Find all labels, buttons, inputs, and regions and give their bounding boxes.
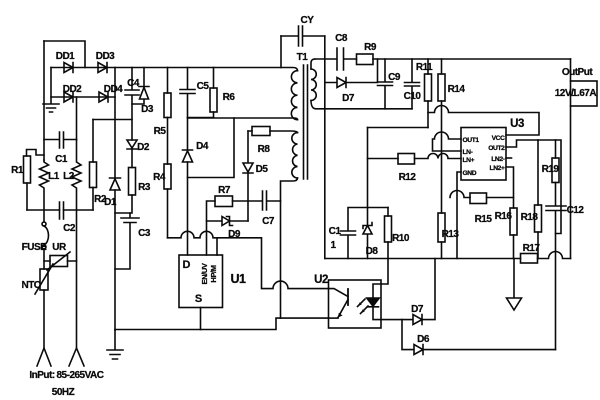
svg-text:T1: T1 bbox=[297, 52, 309, 63]
svg-text:OUT2: OUT2 bbox=[488, 145, 505, 152]
svg-text:R4: R4 bbox=[153, 172, 166, 183]
svg-text:R1: R1 bbox=[11, 165, 24, 176]
svg-text:R2: R2 bbox=[94, 194, 107, 205]
svg-text:R12: R12 bbox=[399, 172, 417, 183]
svg-text:GND: GND bbox=[463, 170, 477, 177]
svg-text:D: D bbox=[183, 259, 191, 271]
svg-text:S: S bbox=[195, 293, 202, 305]
svg-text:D1: D1 bbox=[104, 197, 117, 208]
svg-text:DD4: DD4 bbox=[104, 84, 123, 95]
svg-text:D2: D2 bbox=[137, 142, 150, 153]
svg-text:DD3: DD3 bbox=[96, 51, 115, 62]
svg-text:C12: C12 bbox=[567, 205, 585, 216]
svg-text:NTC: NTC bbox=[21, 280, 40, 291]
svg-text:OutPut: OutPut bbox=[562, 67, 593, 78]
svg-text:InPut:: InPut: bbox=[29, 370, 54, 381]
svg-text:DD1: DD1 bbox=[56, 51, 75, 62]
svg-text:C5: C5 bbox=[197, 81, 210, 92]
svg-text:R17: R17 bbox=[523, 243, 541, 254]
svg-text:U3: U3 bbox=[510, 118, 524, 130]
svg-text:L2: L2 bbox=[63, 171, 75, 182]
svg-text:D3: D3 bbox=[141, 104, 154, 115]
svg-text:U2: U2 bbox=[314, 274, 328, 286]
svg-text:R15: R15 bbox=[475, 214, 493, 225]
svg-text:R5: R5 bbox=[154, 126, 167, 137]
svg-text:12V/: 12V/ bbox=[555, 88, 574, 99]
svg-text:R11: R11 bbox=[416, 62, 433, 73]
svg-text:R9: R9 bbox=[364, 42, 377, 53]
svg-text:OUT1: OUT1 bbox=[463, 137, 480, 144]
svg-text:D8: D8 bbox=[366, 246, 379, 257]
svg-text:C1: C1 bbox=[329, 226, 342, 237]
svg-text:D9: D9 bbox=[228, 229, 241, 240]
svg-text:EN/UV: EN/UV bbox=[200, 263, 209, 284]
svg-text:1: 1 bbox=[330, 240, 336, 251]
svg-text:C3: C3 bbox=[138, 228, 151, 239]
svg-text:C9: C9 bbox=[388, 72, 401, 83]
svg-text:R7: R7 bbox=[218, 185, 231, 196]
svg-text:C1: C1 bbox=[55, 154, 68, 165]
svg-text:1.67A: 1.67A bbox=[572, 88, 596, 99]
svg-text:R10: R10 bbox=[392, 233, 410, 244]
svg-text:LN2-: LN2- bbox=[491, 156, 504, 163]
svg-text:L1: L1 bbox=[48, 171, 60, 182]
svg-text:LN2+: LN2+ bbox=[490, 165, 505, 172]
svg-text:R8: R8 bbox=[258, 144, 271, 155]
svg-text:D4: D4 bbox=[196, 141, 209, 152]
svg-text:C7: C7 bbox=[262, 216, 275, 227]
svg-text:C2: C2 bbox=[63, 223, 76, 234]
svg-text:LN-: LN- bbox=[463, 149, 473, 156]
svg-text:D7: D7 bbox=[411, 304, 424, 315]
svg-text:LN+: LN+ bbox=[463, 157, 475, 164]
svg-text:C4: C4 bbox=[127, 78, 140, 89]
svg-text:D6: D6 bbox=[417, 334, 430, 345]
svg-text:HP/M: HP/M bbox=[209, 265, 218, 282]
svg-text:VCC: VCC bbox=[492, 135, 505, 142]
svg-text:R19: R19 bbox=[542, 164, 560, 175]
svg-text:FUSE: FUSE bbox=[22, 242, 48, 253]
svg-text:C10: C10 bbox=[404, 91, 422, 102]
svg-text:DD2: DD2 bbox=[63, 84, 82, 95]
svg-text:50HZ: 50HZ bbox=[52, 387, 75, 398]
svg-text:D5: D5 bbox=[256, 164, 269, 175]
svg-text:UR: UR bbox=[52, 242, 67, 253]
svg-text:R3: R3 bbox=[138, 182, 151, 193]
svg-text:R14: R14 bbox=[448, 84, 466, 95]
svg-text:R6: R6 bbox=[223, 92, 236, 103]
svg-text:85-265VAC: 85-265VAC bbox=[56, 370, 103, 381]
svg-text:D7: D7 bbox=[342, 93, 355, 104]
svg-text:U1: U1 bbox=[231, 272, 247, 286]
svg-text:C8: C8 bbox=[335, 33, 348, 44]
svg-text:CY: CY bbox=[301, 15, 315, 26]
svg-text:R16: R16 bbox=[495, 211, 513, 222]
svg-text:R13: R13 bbox=[442, 229, 460, 240]
svg-text:R18: R18 bbox=[521, 212, 539, 223]
